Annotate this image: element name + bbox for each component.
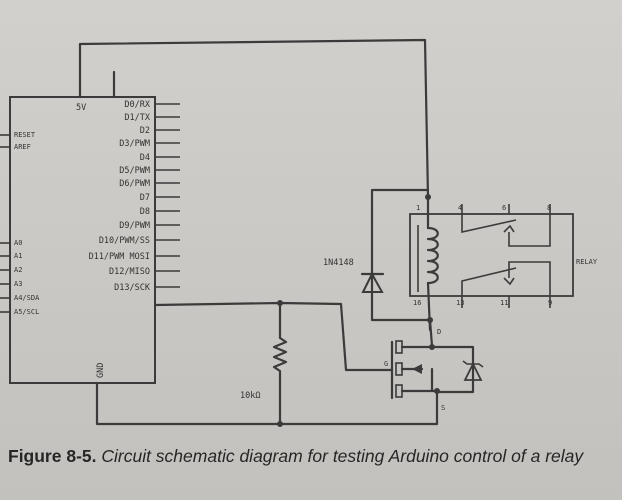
relay-pin-4: 4: [458, 204, 462, 212]
wire-diode-loop: [370, 188, 432, 322]
relay-pin-16: 16: [413, 299, 421, 307]
pin-label-d1: D1/TX: [124, 113, 150, 123]
wire-d13-to-gate: [153, 301, 394, 372]
wire-ground: [95, 381, 439, 426]
resistor-10k: [272, 301, 288, 426]
relay-label: RELAY: [576, 258, 598, 266]
pin-label-d7: D7: [140, 193, 150, 203]
pin-label-d5: D5/PWM: [119, 166, 150, 176]
pin-label-reset: RESET: [14, 131, 36, 139]
pin-label-d0: D0/RX: [124, 100, 150, 110]
pin-label-d2: D2: [140, 126, 150, 136]
mosfet: [390, 317, 484, 406]
pin-label-a0: A0: [14, 239, 22, 247]
pin-label-d3: D3/PWM: [119, 139, 150, 149]
pin-label-d11: D11/PWM MOSI: [89, 252, 150, 262]
pin-label-d6: D6/PWM: [119, 179, 150, 189]
pin-label-d4: D4: [140, 153, 150, 163]
relay-pin-8: 8: [547, 204, 551, 212]
relay-pin-11: 11: [500, 299, 508, 307]
diode-label: 1N4148: [323, 258, 354, 268]
wire-5v: [78, 38, 430, 199]
mosfet-source-label: S: [441, 404, 445, 412]
relay-contacts: [461, 204, 551, 308]
mosfet-gate-label: G: [384, 360, 388, 368]
relay-coil: [417, 195, 439, 332]
pin-label-a1: A1: [14, 252, 22, 260]
left-pin-stubs: [0, 134, 10, 313]
pin-label-a2: A2: [14, 266, 22, 274]
figure-caption: Figure 8-5. Circuit schematic diagram fo…: [8, 446, 608, 466]
pin-label-a4: A4/SDA: [14, 294, 40, 302]
pin-label-d9: D9/PWM: [119, 221, 150, 231]
junction-ground: [277, 421, 283, 427]
relay-pin-1: 1: [416, 204, 420, 212]
pin-label-a3: A3: [14, 280, 22, 288]
diode-1n4148: [361, 271, 384, 293]
relay-pin-13: 13: [456, 299, 464, 307]
pin-5v-label: 5V: [76, 103, 86, 113]
pin-gnd-label: GND: [96, 363, 106, 378]
mosfet-drain-label: D: [437, 328, 441, 336]
pin-label-d13: D13/SCK: [114, 283, 151, 293]
relay-pin-9: 9: [548, 299, 552, 307]
pin-label-aref: AREF: [14, 143, 31, 151]
resistor-label: 10kΩ: [240, 391, 260, 401]
right-pin-stubs: [155, 103, 180, 288]
pin-label-d8: D8: [140, 207, 150, 217]
pin-label-d12: D12/MISO: [109, 267, 150, 277]
relay-pin-6: 6: [502, 204, 506, 212]
relay-box: [409, 213, 574, 297]
figure-caption-text: Circuit schematic diagram for testing Ar…: [96, 446, 584, 466]
pin-label-a5: A5/SCL: [14, 308, 39, 316]
pin-label-d10: D10/PWM/SS: [99, 236, 150, 246]
figure-number: Figure 8-5.: [8, 446, 97, 466]
